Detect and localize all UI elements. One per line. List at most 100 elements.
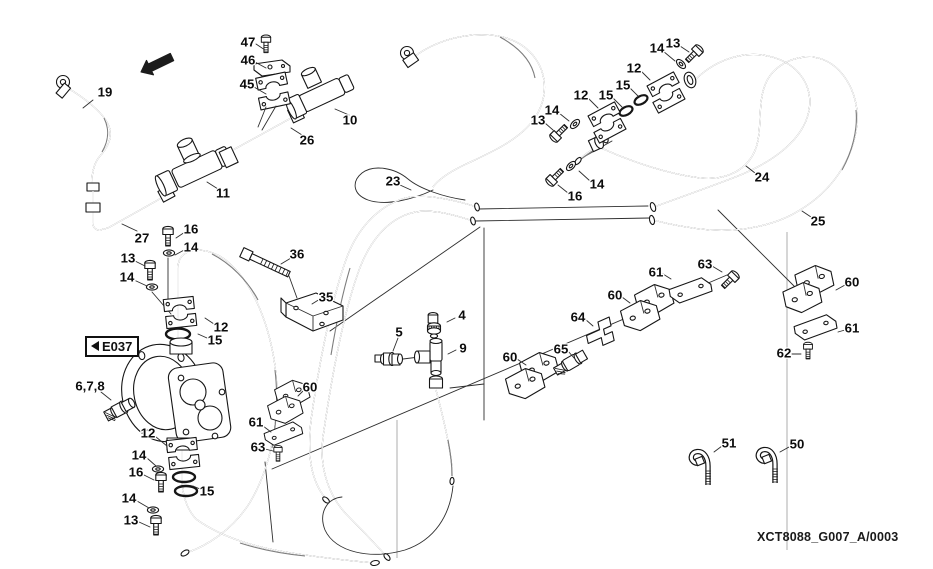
washer-14 (145, 283, 159, 291)
label-leader-line (584, 318, 594, 327)
fitting-65 (552, 349, 589, 376)
part-label: 61 (649, 265, 664, 280)
label-leader-line (204, 317, 215, 325)
part-label: 46 (241, 53, 256, 68)
tee-fitting-10 (285, 66, 355, 120)
part-label: 15 (599, 88, 614, 103)
label-leader-line (143, 474, 155, 481)
label-leader-line (640, 70, 651, 81)
part-label: 14 (650, 41, 665, 56)
label-leader-line (262, 425, 272, 433)
label-leader-line (801, 210, 812, 218)
label-leader-line (399, 184, 412, 191)
label-leader-line (447, 349, 457, 355)
part-label: 51 (722, 436, 737, 451)
part-label: 13 (124, 513, 139, 528)
part-label: 16 (184, 222, 199, 237)
label-leader-line (567, 350, 575, 359)
part-label: 13 (121, 251, 136, 266)
bolt-63 (718, 268, 742, 292)
o-ring-15 (633, 94, 649, 106)
label-leader-line (629, 87, 639, 97)
part-label: 14 (132, 448, 147, 463)
fitting-group-4-5-9 (374, 312, 444, 389)
label-leader-line (136, 500, 150, 509)
washer-14 (162, 249, 176, 257)
label-leader-line (290, 127, 303, 136)
washer-14 (564, 159, 578, 173)
label-leader-line (578, 170, 591, 182)
label-leader-line (621, 296, 631, 304)
screw-63 (273, 445, 283, 462)
bolt-16 (543, 165, 567, 189)
screw-62 (803, 341, 813, 360)
direction-arrow-icon (140, 52, 175, 76)
leader-line (396, 232, 788, 558)
drawing-number: XCT8088_G007_A/0003 (757, 530, 899, 544)
label-leader-line (138, 521, 151, 528)
clamp-stack-far-right (781, 262, 839, 360)
left-triangle-icon (91, 341, 99, 351)
part-label: 16 (568, 189, 583, 204)
label-leader-line (280, 257, 292, 265)
part-label: 14 (590, 177, 605, 192)
label-leader-line (253, 86, 267, 95)
label-leader-line (254, 61, 267, 69)
bolt-13 (547, 121, 571, 145)
label-leader-line (134, 260, 146, 267)
reference-link-e037: E037 (85, 336, 140, 357)
label-leader-line (197, 333, 208, 339)
label-leader-line (206, 181, 219, 190)
part-label: 16 (129, 465, 144, 480)
label-leader-line (133, 279, 148, 287)
label-leader-line (297, 389, 305, 397)
hose-24 (649, 53, 811, 212)
part-label: 63 (698, 257, 713, 272)
clamp-cluster-right (543, 42, 706, 189)
part-label: 9 (459, 341, 466, 356)
bolt-13 (682, 42, 706, 66)
label-leader-line (264, 448, 274, 452)
label-leader-line (100, 391, 112, 401)
clamp-12-pump-top (162, 295, 198, 341)
o-ring-15 (618, 105, 634, 117)
part-labels-layer: 192711261047464516141314363512156,7,8121… (74, 33, 861, 529)
label-leader-line (392, 337, 399, 352)
hose-19 (55, 74, 111, 186)
clamp-chain-right (503, 268, 742, 403)
hose-bundle-23 (309, 195, 480, 561)
part-label: 36 (290, 247, 305, 262)
part-label: 35 (319, 290, 334, 305)
clamp-45-46-47 (253, 34, 291, 131)
part-label: 15 (208, 333, 223, 348)
label-leader-line (779, 446, 790, 453)
label-leader-line (334, 108, 350, 116)
bolt-36 (239, 247, 291, 278)
part-label: 12 (141, 426, 156, 441)
bolt-13 (150, 514, 162, 536)
part-label: 14 (545, 103, 560, 118)
part-label: 13 (666, 36, 681, 51)
label-leader-line (82, 99, 94, 109)
part-label: 6,7,8 (75, 379, 104, 394)
pump-outlet-hose (181, 446, 380, 567)
part-label: 5 (395, 325, 402, 340)
part-label: 62 (777, 346, 792, 361)
plug-4 (426, 312, 442, 339)
bracket-35 (280, 292, 344, 332)
label-leader-line (174, 248, 187, 256)
bolt-16 (162, 225, 174, 247)
part-label: 47 (241, 35, 256, 50)
label-leader-line (557, 184, 569, 194)
part-label: 15 (616, 78, 631, 93)
washer-14 (568, 117, 582, 131)
part-label: 11 (216, 186, 230, 201)
washer-14 (151, 465, 165, 473)
j-hook-50 (758, 450, 777, 483)
part-label: 60 (503, 350, 518, 365)
label-leader-line (146, 457, 157, 467)
o-ring-15 (171, 470, 197, 484)
part-label: 60 (608, 288, 623, 303)
label-leader-line (837, 329, 846, 333)
